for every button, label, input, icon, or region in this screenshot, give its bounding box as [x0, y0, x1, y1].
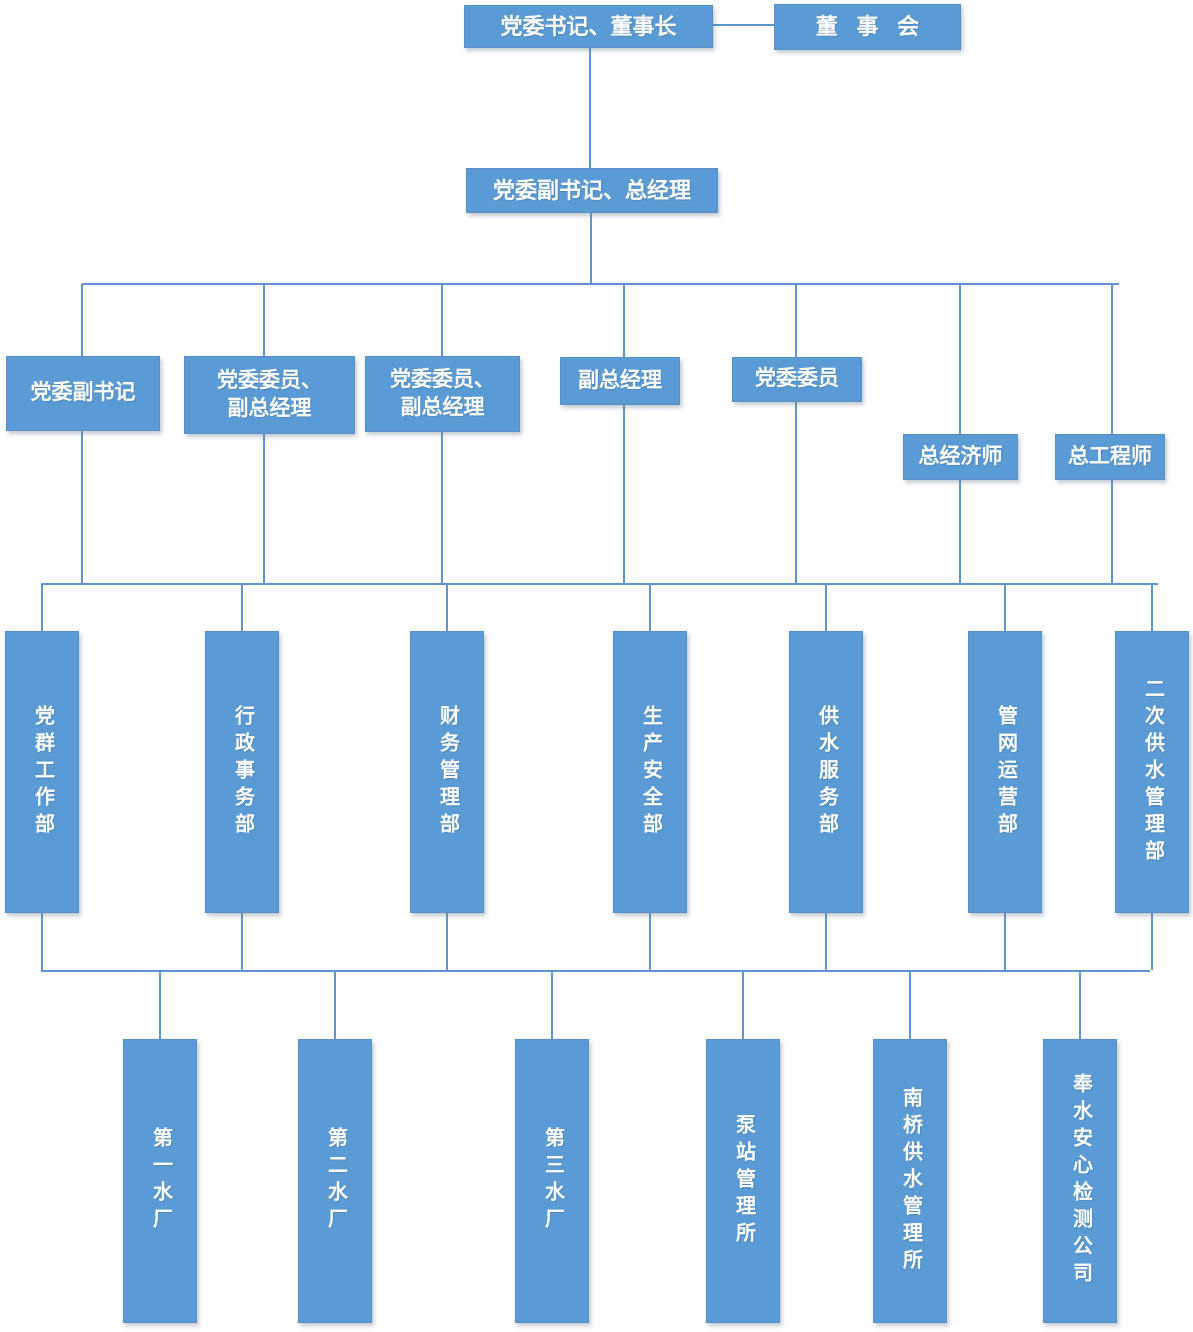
node-party-committee-member-deputy-gm-2: 党委委员、 副总经理 [365, 356, 520, 432]
node-pump-station-management-office: 泵站管理所 [706, 1039, 780, 1323]
distribution-line-1 [82, 283, 1119, 285]
node-party-committee-member: 党委委员 [732, 357, 862, 402]
connector-drop-unit-2 [334, 971, 336, 1045]
connector-col-member-deputy-gm-1 [263, 284, 265, 584]
node-finance-management-dept: 财务管理部 [410, 631, 484, 913]
connector-col-committee-member [795, 284, 797, 584]
node-no1-water-plant: 第一水厂 [123, 1039, 197, 1323]
connector-chairman-gm [589, 48, 591, 168]
node-secondary-water-supply-management-dept: 二次供水管理部 [1115, 631, 1189, 913]
connector-drop-unit-5 [909, 971, 911, 1045]
connector-gm-trunk [590, 212, 592, 284]
node-party-committee-member-deputy-gm-1: 党委委员、 副总经理 [184, 356, 355, 434]
node-deputy-party-secretary: 党委副书记 [6, 356, 160, 431]
connector-drop-unit-1 [159, 971, 161, 1045]
node-party-secretary-chairman: 党委书记、董事长 [464, 5, 713, 48]
node-nanqiao-water-supply-management-office: 南桥供水管理所 [873, 1039, 947, 1323]
distribution-line-2 [41, 583, 1158, 585]
node-chief-engineer: 总工程师 [1055, 434, 1165, 480]
node-fengshui-anxin-testing-company: 奉水安心检测公司 [1043, 1039, 1117, 1323]
node-board-of-directors: 董事会 [774, 4, 961, 50]
node-pipe-network-operation-dept: 管网运营部 [968, 631, 1042, 913]
connector-drop-unit-4 [742, 971, 744, 1045]
connector-col-member-deputy-gm-2 [441, 284, 443, 584]
distribution-line-3 [41, 970, 1150, 972]
node-deputy-general-manager: 副总经理 [560, 357, 680, 405]
connector-chairman-board [713, 24, 774, 26]
connector-col-deputy-gm [623, 284, 625, 584]
node-administrative-affairs-dept: 行政事务部 [205, 631, 279, 913]
connector-col-deputy-secretary [81, 284, 83, 584]
node-production-safety-dept: 生产安全部 [613, 631, 687, 913]
node-no2-water-plant: 第二水厂 [298, 1039, 372, 1323]
node-chief-economist: 总经济师 [903, 434, 1018, 480]
node-no3-water-plant: 第三水厂 [515, 1039, 589, 1323]
connector-drop-unit-6 [1079, 971, 1081, 1045]
node-deputy-party-secretary-general-manager: 党委副书记、总经理 [466, 168, 718, 213]
node-party-mass-work-dept: 党群工作部 [5, 631, 79, 913]
connector-drop-unit-3 [551, 971, 553, 1045]
node-water-supply-service-dept: 供水服务部 [789, 631, 863, 913]
